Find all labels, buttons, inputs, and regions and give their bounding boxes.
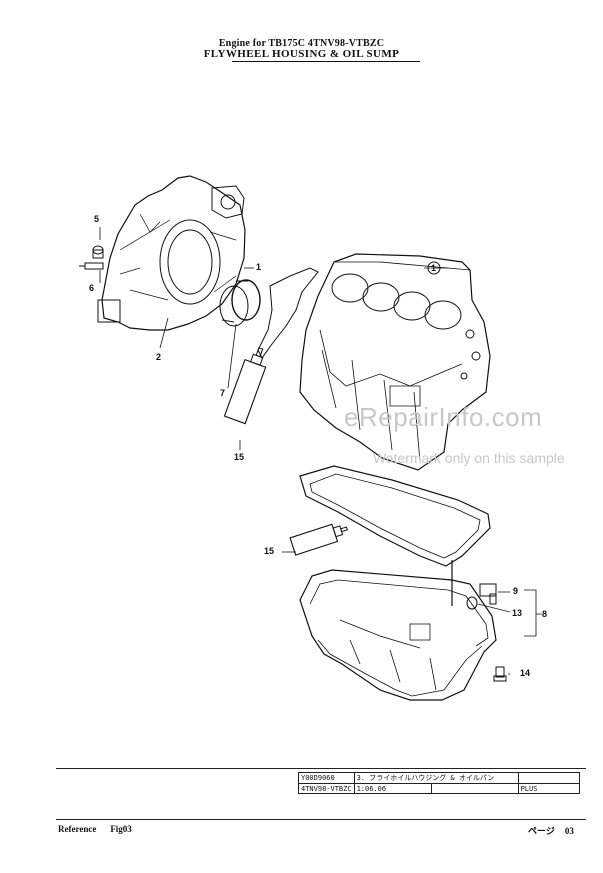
info-plus: PLUS — [517, 783, 580, 794]
washer-13-part — [466, 596, 478, 610]
flywheel-housing-part — [97, 175, 246, 331]
sealant-tube-upper-part — [223, 347, 267, 425]
footer-reference: Reference Fig03 — [58, 824, 146, 834]
page-number: 03 — [564, 826, 574, 836]
watermark-note: Watermark only on this sample — [373, 450, 565, 466]
bolt-14-part — [493, 666, 507, 682]
info-date: 1:06.06 — [353, 783, 432, 794]
callout-13: 13 — [512, 608, 523, 618]
callout-1-housing: 1 — [256, 262, 262, 272]
callout-15-upper: 15 — [234, 452, 245, 462]
drain-plug-part — [479, 583, 497, 605]
info-section-title: 3. フライホイルハウジング & オイルパン — [353, 772, 519, 784]
callout-14: 14 — [520, 668, 531, 678]
cylinder-block-part — [299, 253, 491, 471]
header-engine-line: Engine for TB175C 4TNV98-VTBZC — [218, 38, 385, 49]
callout-9: 9 — [513, 586, 519, 596]
plug-5-part — [92, 245, 104, 259]
page-title: FLYWHEEL HOUSING & OIL SUMP — [203, 48, 400, 60]
callout-6: 6 — [89, 283, 95, 293]
page-label: ページ — [528, 826, 555, 836]
callout-15-lower: 15 — [264, 546, 275, 556]
sealant-tube-lower-part — [289, 523, 349, 556]
info-table: Y00D9060 3. フライホイルハウジング & オイルパン 4TNV98-V… — [298, 772, 580, 794]
callout-5: 5 — [94, 214, 100, 224]
info-code: Y00D9060 — [298, 772, 355, 784]
oil-seal-part — [219, 279, 261, 327]
footer-bottom-rule — [56, 819, 586, 820]
callout-8: 8 — [542, 609, 548, 619]
callout-7: 7 — [220, 388, 226, 398]
reference-label: Reference — [58, 824, 97, 834]
bolt-6-part — [79, 262, 104, 270]
callout-2: 2 — [156, 352, 162, 362]
info-cell-empty-1 — [517, 772, 580, 784]
oil-pan-gasket-part — [299, 465, 491, 567]
footer-page: ページ 03 — [528, 824, 574, 837]
housing-gasket-part — [257, 267, 319, 359]
info-model: 4TNV98-VTBZC — [298, 783, 355, 794]
figure-number: Fig03 — [110, 824, 132, 834]
oil-pan-part — [299, 560, 497, 701]
watermark-site: eRepairInfo.com — [344, 402, 543, 432]
callout-1-circled: 1 — [431, 263, 437, 273]
info-cell-empty-2 — [430, 783, 519, 794]
title-underline — [232, 61, 420, 62]
footer-top-rule — [56, 768, 586, 769]
